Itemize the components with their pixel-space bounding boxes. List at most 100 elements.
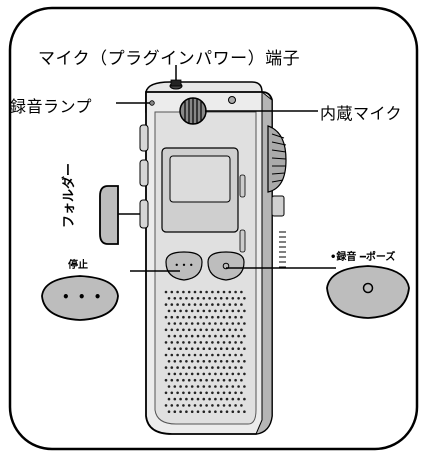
- speaker-hole: [167, 397, 171, 401]
- speaker-hole: [173, 410, 177, 414]
- speaker-hole: [199, 404, 203, 407]
- speaker-hole: [182, 341, 185, 344]
- speaker-hole: [243, 334, 246, 338]
- speaker-hole: [170, 328, 174, 332]
- speaker-hole: [243, 309, 246, 313]
- speaker-hole: [243, 385, 246, 388]
- speaker-hole: [176, 315, 179, 319]
- speaker-hole: [196, 297, 200, 300]
- speaker-hole: [231, 334, 235, 338]
- speaker-hole: [205, 315, 208, 319]
- speaker-hole: [173, 360, 177, 363]
- speaker-hole: [187, 328, 191, 332]
- speaker-hole: [208, 347, 211, 351]
- speaker-hole: [240, 391, 243, 395]
- speaker-hole: [216, 404, 220, 407]
- speaker-hole: [208, 360, 211, 363]
- speaker-hole: [222, 328, 226, 332]
- speaker-hole: [231, 297, 235, 300]
- mic-jack-socket: [170, 79, 182, 87]
- stop-button-callout: [41, 275, 119, 321]
- speaker-hole: [185, 322, 188, 325]
- speaker-hole: [205, 366, 208, 369]
- speaker-hole: [170, 366, 174, 369]
- speaker-hole: [240, 353, 243, 357]
- speaker-hole: [199, 366, 203, 369]
- speaker-hole: [205, 353, 208, 357]
- speaker-hole: [173, 397, 177, 401]
- speaker-hole: [164, 353, 168, 357]
- speaker-hole: [216, 303, 220, 306]
- speaker-hole: [231, 322, 235, 325]
- speaker-hole: [187, 353, 191, 357]
- speaker-hole: [225, 297, 229, 300]
- speaker-hole: [193, 328, 197, 332]
- speaker-hole: [240, 328, 243, 332]
- speaker-hole: [214, 309, 217, 313]
- speaker-hole: [237, 385, 240, 388]
- speaker-hole: [228, 366, 232, 369]
- speaker-hole: [179, 397, 182, 401]
- speaker-hole: [243, 297, 246, 300]
- speaker-hole: [214, 360, 217, 363]
- speaker-hole: [190, 410, 194, 414]
- speaker-hole: [225, 334, 229, 338]
- speaker-hole: [222, 290, 226, 294]
- earphone-jack: [228, 96, 236, 104]
- speaker-hole: [219, 397, 223, 401]
- speaker-hole: [228, 404, 232, 407]
- speaker-hole: [205, 341, 208, 344]
- side-button-1: [139, 124, 149, 152]
- speaker-hole: [222, 366, 226, 369]
- speaker-hole: [205, 303, 208, 306]
- speaker-hole: [228, 378, 232, 382]
- device-record-mark: [222, 262, 230, 270]
- speaker-hole: [164, 404, 168, 407]
- speaker-hole: [199, 315, 203, 319]
- folder-button-callout: [99, 185, 119, 245]
- speaker-hole: [214, 322, 217, 325]
- speaker-hole: [185, 347, 188, 351]
- speaker-hole: [225, 410, 229, 414]
- speaker-hole: [211, 404, 214, 407]
- speaker-hole: [164, 315, 168, 319]
- speaker-hole: [202, 347, 206, 351]
- speaker-hole: [231, 385, 235, 388]
- speaker-hole: [179, 334, 182, 338]
- speaker-hole: [214, 410, 217, 414]
- speaker-hole: [182, 315, 185, 319]
- speaker-hole: [240, 366, 243, 369]
- speaker-hole: [234, 315, 237, 319]
- lcd-screen: [169, 155, 231, 203]
- speaker-hole: [234, 366, 237, 369]
- speaker-hole: [211, 328, 214, 332]
- speaker-hole: [219, 347, 223, 351]
- speaker-hole: [187, 290, 191, 294]
- speaker-hole: [237, 334, 240, 338]
- speaker-hole: [234, 404, 237, 407]
- speaker-hole: [167, 360, 171, 363]
- label-mic-plugin-power: マイク（プラグインパワー）端子: [38, 49, 301, 69]
- speaker-hole: [190, 397, 194, 401]
- device-record-button: [207, 251, 245, 281]
- speaker-hole: [225, 309, 229, 313]
- speaker-hole: [222, 391, 226, 395]
- speaker-hole: [176, 290, 179, 294]
- speaker-hole: [185, 360, 188, 363]
- speaker-hole: [216, 341, 220, 344]
- built-in-mic: [179, 97, 207, 125]
- speaker-hole: [193, 366, 197, 369]
- speaker-hole: [202, 309, 206, 313]
- speaker-hole: [216, 353, 220, 357]
- speaker-hole: [211, 315, 214, 319]
- speaker-hole: [179, 322, 182, 325]
- speaker-hole: [185, 297, 188, 300]
- speaker-hole: [205, 328, 208, 332]
- speaker-hole: [208, 410, 211, 414]
- label-record-pause: •録音 ━ポーズ: [330, 252, 396, 263]
- speaker-hole: [240, 378, 243, 382]
- speaker-hole: [243, 410, 246, 414]
- speaker-hole: [237, 322, 240, 325]
